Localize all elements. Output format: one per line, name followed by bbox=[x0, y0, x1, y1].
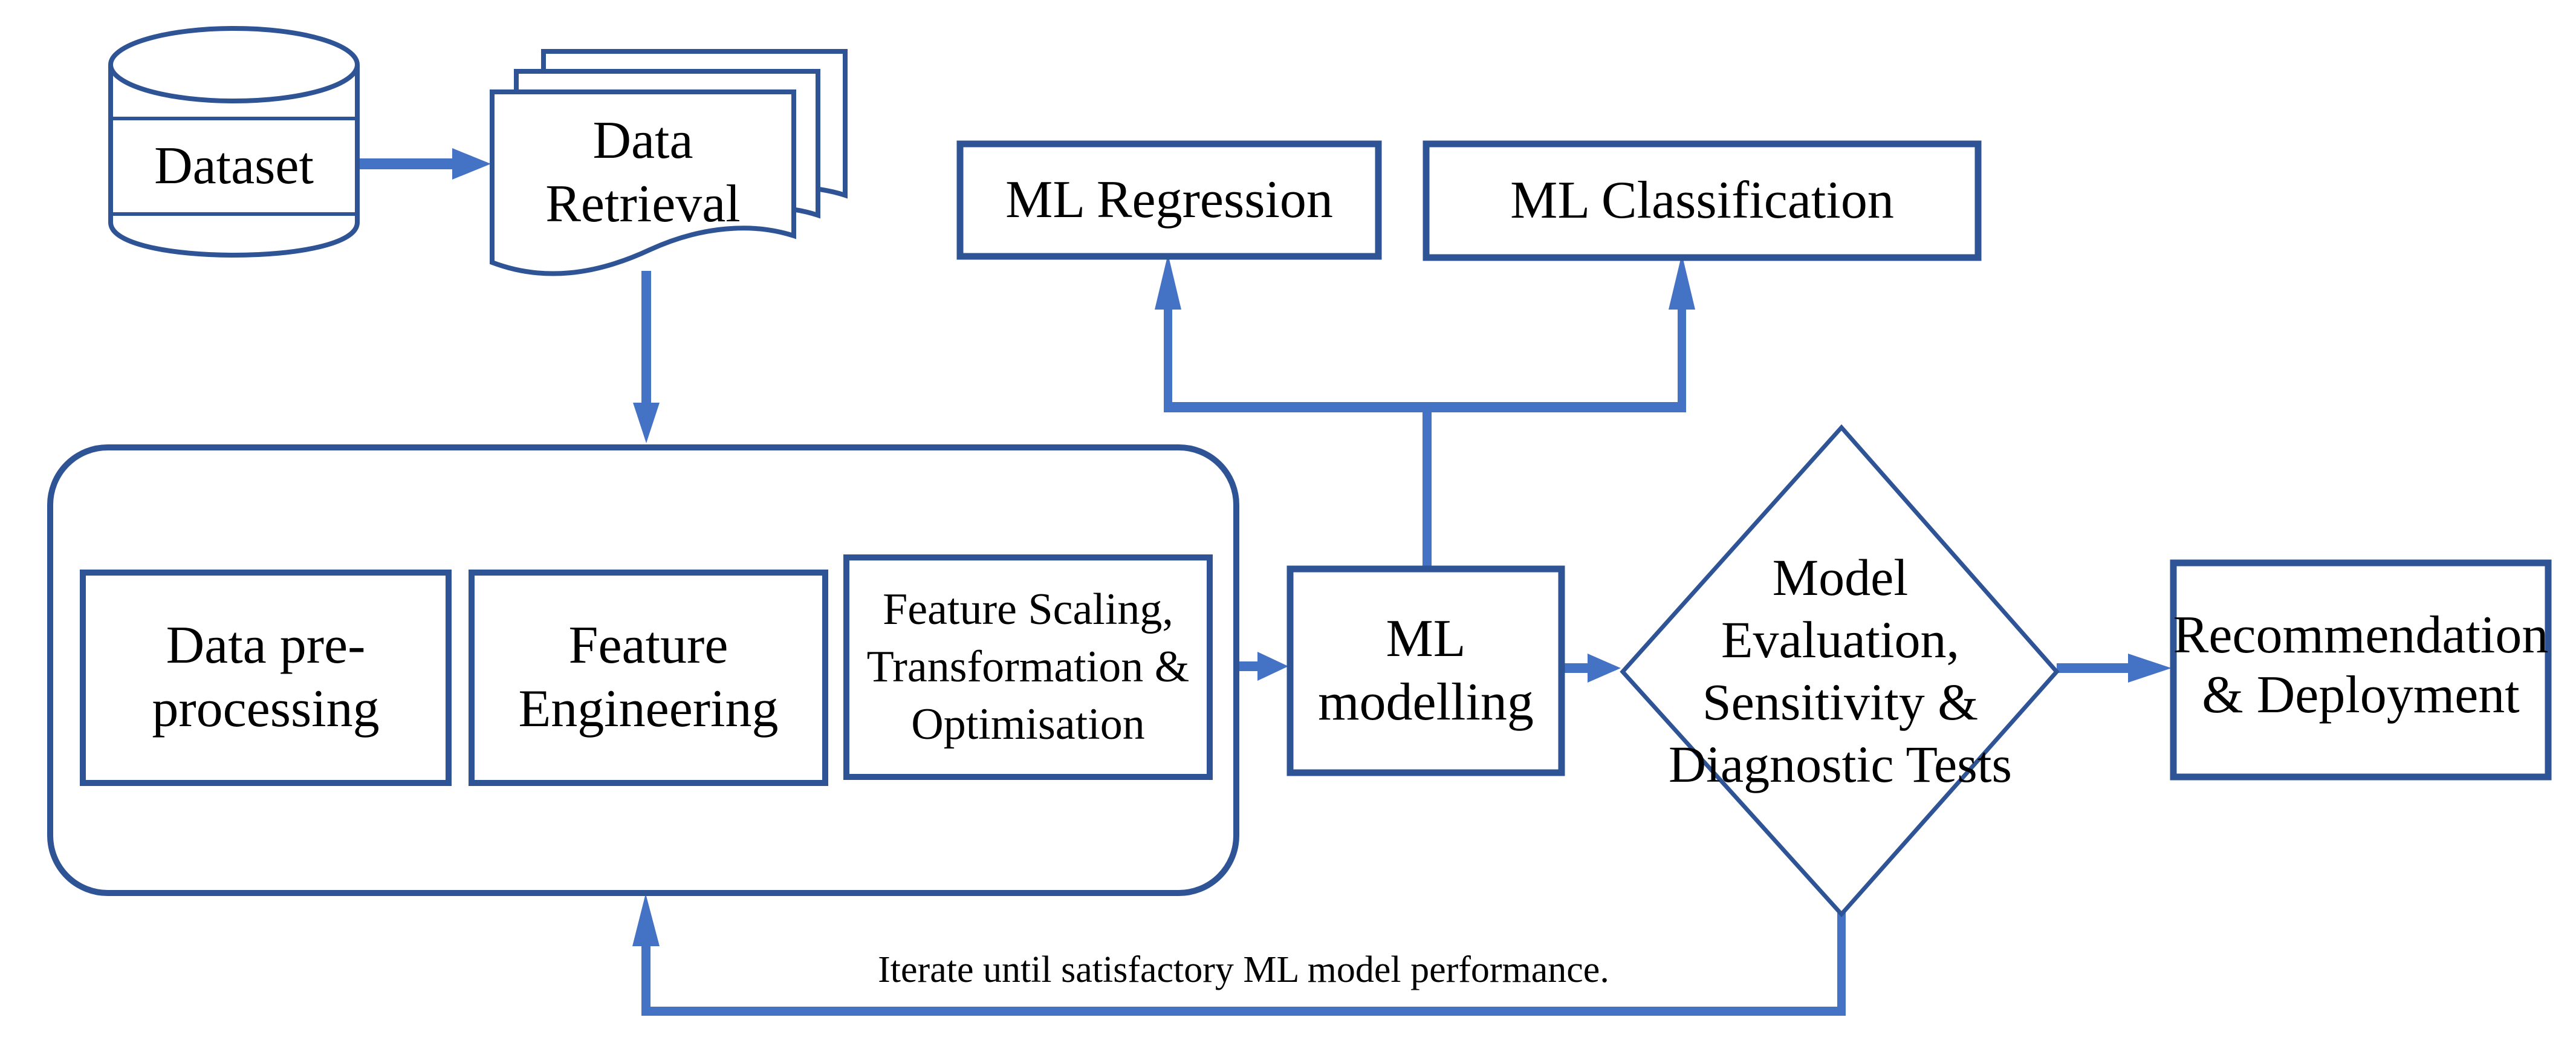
branch-bar bbox=[1164, 402, 1686, 412]
loop-down-segment bbox=[1837, 910, 1846, 1016]
arrow-dataset-to-retrieval bbox=[360, 148, 491, 180]
feature-scaling-box bbox=[843, 554, 1213, 780]
ml-modelling-box bbox=[1286, 565, 1565, 776]
arrow-container-to-modelling bbox=[1236, 652, 1288, 681]
arrow-evaluation-to-recommendation bbox=[2057, 654, 2172, 683]
feature-engineering-box bbox=[469, 570, 828, 786]
data-retrieval-document-stack bbox=[490, 49, 848, 276]
ml-regression-box bbox=[956, 140, 1382, 260]
loop-up-segment bbox=[641, 940, 650, 1016]
cylinder-top bbox=[108, 26, 360, 103]
branch-left-arrowhead-icon bbox=[1155, 254, 1181, 310]
modelling-branch-connector bbox=[1155, 254, 1695, 569]
cylinder-body bbox=[108, 65, 360, 258]
loop-bottom-segment bbox=[641, 1007, 1846, 1016]
branch-left-shaft bbox=[1164, 307, 1172, 405]
arrow-retrieval-to-container bbox=[633, 271, 660, 443]
document-page-front bbox=[490, 89, 796, 276]
ml-classification-box bbox=[1423, 140, 1982, 261]
arrow-modelling-to-evaluation bbox=[1562, 654, 1621, 683]
branch-right-shaft bbox=[1678, 307, 1686, 405]
branch-stem bbox=[1423, 406, 1432, 569]
branch-right-arrowhead-icon bbox=[1669, 254, 1695, 310]
recommendation-box bbox=[2170, 559, 2552, 781]
loop-arrowhead-icon bbox=[632, 894, 660, 946]
iterate-loop-connector bbox=[632, 894, 1846, 1016]
model-evaluation-diamond bbox=[1620, 424, 2060, 918]
dataset-cylinder bbox=[108, 26, 360, 258]
data-preprocessing-box bbox=[80, 570, 452, 786]
